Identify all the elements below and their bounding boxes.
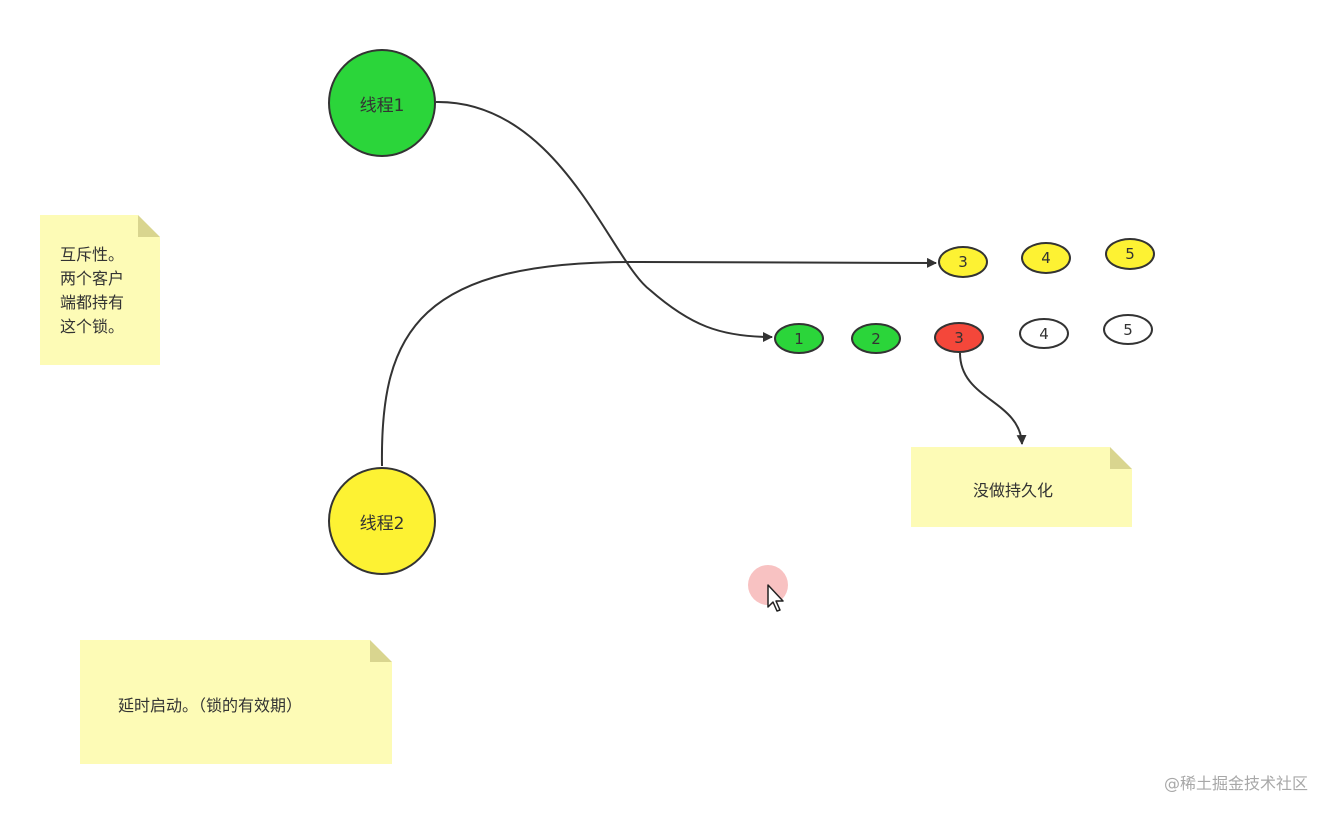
watermark: @稀土掘金技术社区	[1163, 774, 1308, 793]
top-node-3[interactable]: 3	[938, 246, 988, 278]
arrow-thread1-to-lock1	[435, 100, 773, 342]
top-node-4-label: 4	[1041, 249, 1051, 267]
bottom-node-4-label: 4	[1039, 324, 1049, 343]
note-mutex[interactable]: 互斥性。 两个客户 端都持有 这个锁。	[40, 215, 160, 365]
bottom-node-5-label: 5	[1123, 320, 1133, 339]
thread-2-circle[interactable]: 线程2	[328, 467, 436, 575]
note-mutex-line-4: 这个锁。	[60, 317, 125, 336]
bottom-node-3-label: 3	[954, 328, 964, 347]
note-fold	[1110, 447, 1132, 469]
note-mutex-line-1: 互斥性。	[60, 245, 125, 264]
bottom-node-2-label: 2	[871, 329, 881, 348]
note-fold	[138, 215, 160, 237]
bottom-node-5[interactable]: 5	[1103, 314, 1153, 345]
top-node-5[interactable]: 5	[1105, 238, 1155, 270]
bottom-node-1-label: 1	[794, 329, 804, 348]
note-delay-start-text: 延时启动。（锁的有效期）	[118, 696, 303, 715]
note-delay-start[interactable]: 延时启动。（锁的有效期）	[80, 640, 392, 764]
bottom-node-4[interactable]: 4	[1019, 318, 1069, 349]
top-node-4[interactable]: 4	[1021, 242, 1071, 274]
bottom-node-1[interactable]: 1	[774, 323, 824, 354]
thread-1-label: 线程1	[359, 95, 405, 116]
note-fold	[370, 640, 392, 662]
note-no-persistence[interactable]: 没做持久化	[911, 447, 1132, 527]
top-node-5-label: 5	[1125, 245, 1135, 263]
arrow-lock3-to-note	[959, 352, 1027, 445]
note-no-persistence-text: 没做持久化	[973, 481, 1054, 500]
mouse-pointer-icon	[767, 584, 784, 612]
bottom-node-2[interactable]: 2	[851, 323, 901, 354]
note-mutex-line-2: 两个客户	[60, 269, 125, 288]
thread-1-circle[interactable]: 线程1	[328, 49, 436, 157]
bottom-node-3[interactable]: 3	[934, 322, 984, 353]
arrow-thread2-to-lock3	[380, 257, 937, 467]
note-mutex-line-3: 端都持有	[60, 293, 125, 312]
top-node-3-label: 3	[958, 253, 968, 271]
thread-2-label: 线程2	[359, 513, 405, 534]
